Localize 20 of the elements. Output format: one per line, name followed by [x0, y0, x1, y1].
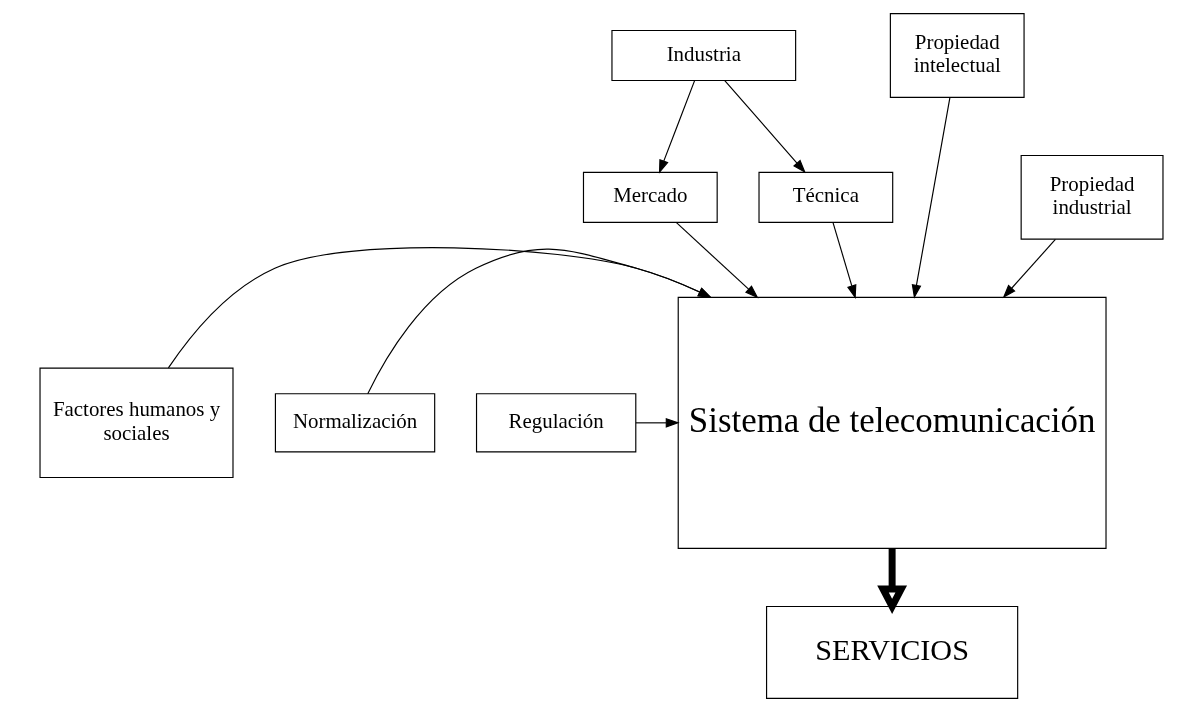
arrow — [1002, 238, 1056, 298]
node-box: Propiedad intelectual — [889, 12, 1025, 98]
node-box: Sistema de telecomunicación — [677, 296, 1107, 549]
arrow — [635, 417, 680, 428]
node-box: SERVICIOS — [766, 605, 1019, 699]
arrow — [877, 548, 908, 614]
node-box: Normalización — [274, 392, 436, 452]
node-box: Propiedad industrial — [1020, 154, 1164, 240]
node-box: Factores humanos y sociales — [39, 367, 234, 478]
node-box: Técnica — [758, 171, 894, 223]
arrow — [675, 221, 759, 298]
arrow — [724, 79, 806, 173]
arrow — [167, 246, 712, 368]
arrow — [832, 221, 857, 299]
node-box: Regulación — [475, 392, 637, 452]
arrow — [367, 248, 712, 394]
arrow — [658, 79, 696, 174]
arrow — [911, 96, 951, 299]
node-box: Mercado — [582, 171, 718, 223]
node-box: Industria — [611, 29, 797, 81]
